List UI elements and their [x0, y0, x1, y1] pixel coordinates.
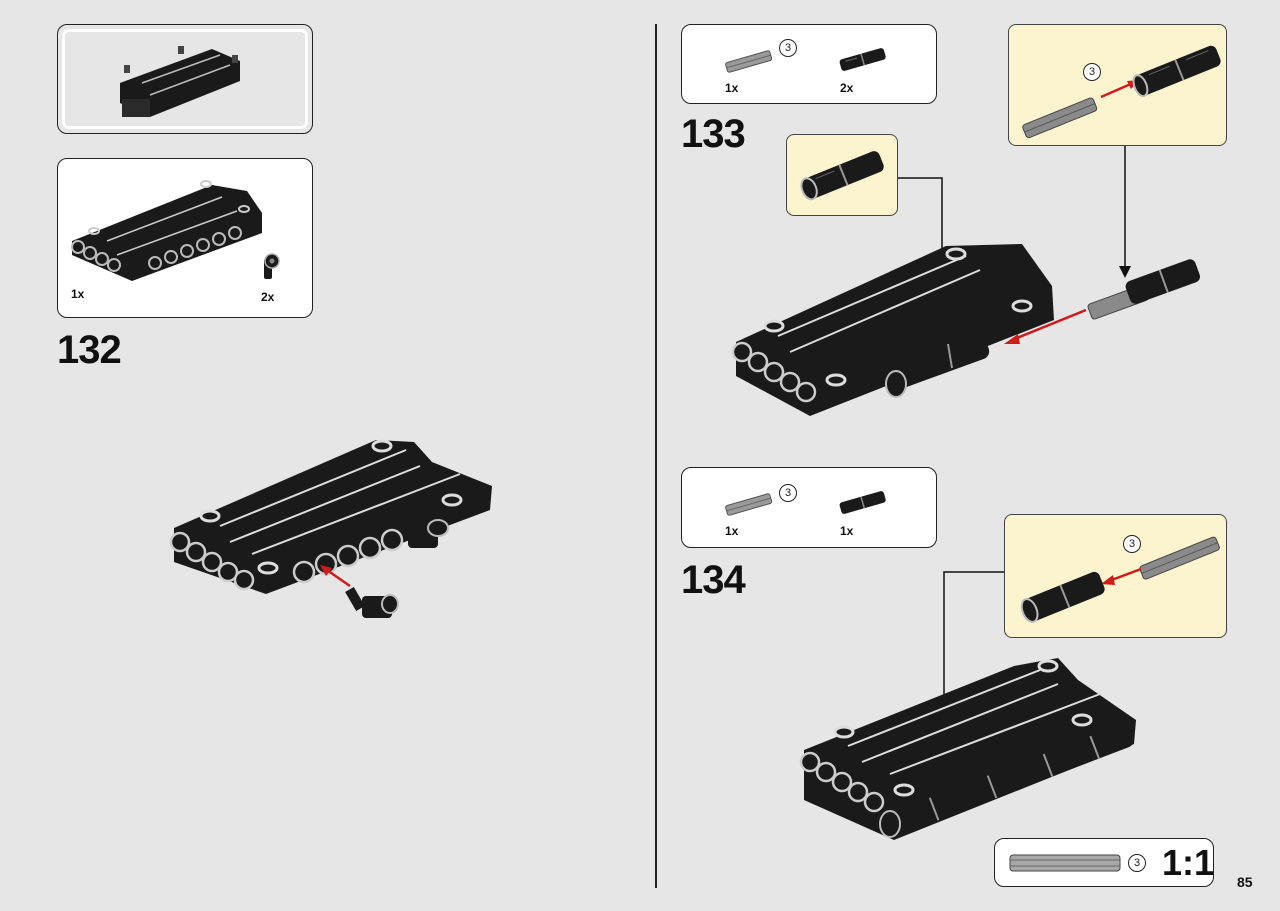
subassembly-callout-133-axle: 3 — [1008, 24, 1227, 146]
page-divider — [655, 24, 657, 888]
submodel-preview-box — [57, 24, 313, 134]
part-pin-image — [839, 491, 886, 514]
subassembly-callout-133-pin — [786, 134, 898, 216]
part-axle-image — [725, 493, 773, 516]
parts-list-step-133: 3 1x 2x — [681, 24, 937, 104]
part-qty-connector: 2x — [261, 290, 275, 304]
ruler-length-badge: 3 — [1128, 854, 1146, 872]
step-number-132: 132 — [57, 328, 122, 372]
scale-label: 1:1 — [1162, 842, 1215, 883]
step-133-illustration — [731, 146, 1200, 416]
axle-length-badge: 3 — [779, 484, 797, 502]
callout-pin-axle-image — [1020, 536, 1220, 623]
parts-list-step-132: 1x 2x — [57, 158, 313, 318]
page-number: 85 — [1237, 874, 1253, 890]
part-panel-image — [71, 180, 262, 281]
scale-ruler-box: 3 1:1 — [994, 838, 1214, 887]
callout-axle-length-badge: 3 — [1123, 535, 1141, 553]
part-qty-axle: 1x — [725, 524, 739, 538]
callout-axle-pin-image — [1022, 45, 1221, 139]
part-connector-image — [264, 253, 280, 279]
step-134-illustration — [799, 571, 1136, 840]
step-132-illustration — [169, 439, 492, 618]
part-qty-axle: 1x — [725, 81, 739, 95]
callout-axle-length-badge: 3 — [1083, 63, 1101, 81]
parts-list-step-134: 3 1x 1x — [681, 467, 937, 548]
part-pin-image — [839, 48, 886, 71]
part-qty-panel: 1x — [71, 287, 85, 301]
step-number-134: 134 — [681, 558, 746, 602]
step-number-133: 133 — [681, 112, 746, 156]
subassembly-callout-134: 3 — [1004, 514, 1227, 638]
part-axle-image — [725, 50, 773, 73]
ruler-axle-image — [1009, 854, 1121, 872]
axle-length-badge: 3 — [779, 39, 797, 57]
callout-pin-image — [800, 151, 884, 201]
part-qty-pin: 2x — [840, 81, 854, 95]
submodel-preview-image — [120, 46, 240, 117]
part-qty-pin: 1x — [840, 524, 854, 538]
